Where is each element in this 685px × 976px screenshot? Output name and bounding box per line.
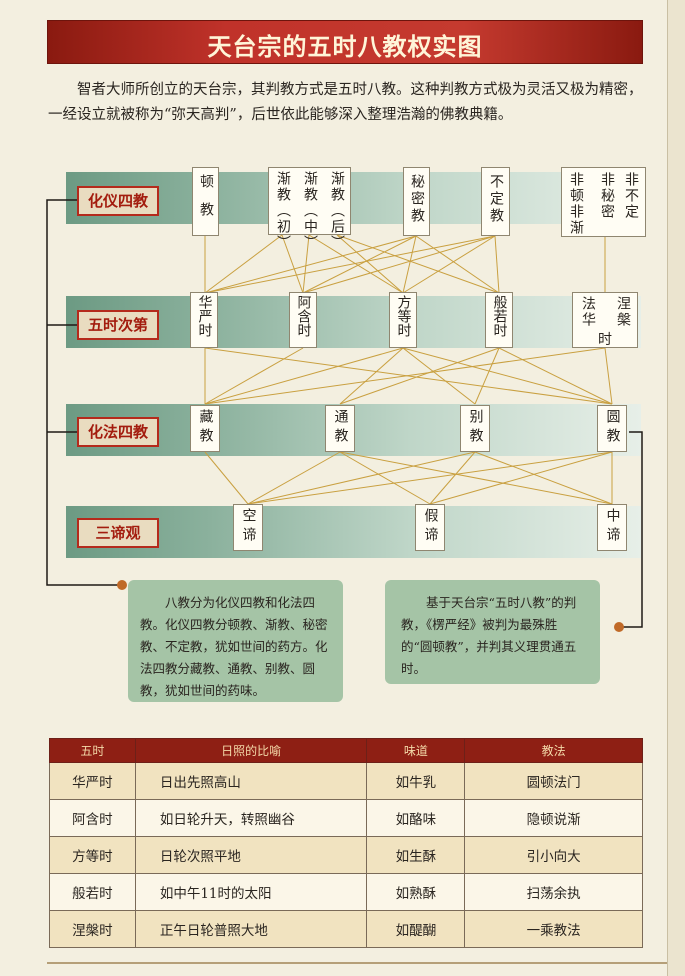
node-fei-group (561, 167, 646, 237)
table-cell: 如生酥 (366, 836, 466, 874)
node-jian-1: 渐教（初） (275, 171, 291, 251)
node-fahua-niepan (572, 292, 638, 348)
table-row: 般若时 如中午11时的太阳 如熟酥 扫荡余执 (49, 873, 643, 911)
table-row: 阿含时 如日轮升天，转照幽谷 如酪味 隐顿说渐 (49, 799, 643, 837)
node-niepan: 涅槃 (615, 296, 631, 328)
node-jian-2: 渐教（中） (302, 171, 318, 251)
table-header: 味道 (366, 738, 466, 763)
table-cell: 般若时 (49, 873, 136, 911)
table-cell: 圆顿法门 (464, 762, 643, 800)
node-zang: 藏教 (190, 405, 220, 452)
node-fahua: 法华 (580, 296, 596, 328)
bottom-rule (47, 962, 667, 964)
table-cell: 如酪味 (366, 799, 466, 837)
band-wushi (66, 296, 641, 348)
table-header: 五时 (49, 738, 136, 763)
table-cell: 如中午11时的太阳 (134, 873, 368, 911)
table-cell: 阿含时 (49, 799, 136, 837)
label-huafa: 化法四教 (77, 417, 159, 447)
table-cell: 华严时 (49, 762, 136, 800)
note-right: 基于天台宗“五时八教”的判教，《楞严经》被判为最殊胜的“圆顿教”，并判其义理贯通… (385, 580, 600, 684)
table-cell: 日轮次照平地 (134, 836, 368, 874)
label-sandi: 三谛观 (77, 518, 159, 548)
node-dun: 顿教 (192, 167, 219, 236)
table-cell: 正午日轮普照大地 (134, 910, 368, 948)
node-fei-1: 非顿非渐 (568, 172, 584, 236)
table-header-row: 五时 日照的比喻 味道 教法 (49, 738, 643, 763)
node-bie: 别教 (460, 405, 490, 452)
table-cell: 如熟酥 (366, 873, 466, 911)
label-huayi: 化仪四教 (77, 186, 159, 216)
label-wushi: 五时次第 (77, 310, 159, 340)
title-banner: 天台宗的五时八教权实图 (47, 20, 643, 64)
table-row: 方等时 日轮次照平地 如生酥 引小向大 (49, 836, 643, 874)
table-cell: 如牛乳 (366, 762, 466, 800)
table-cell: 涅槃时 (49, 910, 136, 948)
table-header: 教法 (464, 738, 643, 763)
table-row: 涅槃时 正午日轮普照大地 如醍醐 一乘教法 (49, 910, 643, 948)
table-cell: 隐顿说渐 (464, 799, 643, 837)
node-bore: 般若时 (485, 292, 513, 348)
page-edge (667, 0, 685, 976)
note-left: 八教分为化仪四教和化法四教。化仪四教分顿教、渐教、秘密教、不定教，犹如世间的药方… (128, 580, 343, 702)
node-jia: 假谛 (415, 504, 445, 551)
table-cell: 一乘教法 (464, 910, 643, 948)
node-zhong: 中谛 (597, 504, 627, 551)
table-cell: 如日轮升天，转照幽谷 (134, 799, 368, 837)
table-cell: 引小向大 (464, 836, 643, 874)
node-yuan: 圆教 (597, 405, 627, 452)
table-cell: 扫荡余执 (464, 873, 643, 911)
band-sandi (66, 506, 641, 558)
node-tong: 通教 (325, 405, 355, 452)
node-shi: 时 (598, 332, 612, 348)
table-row: 华严时 日出先照高山 如牛乳 圆顿法门 (49, 762, 643, 800)
node-huayan: 华严时 (190, 292, 218, 348)
node-buding: 不定教 (481, 167, 510, 236)
node-fangdeng: 方等时 (389, 292, 417, 348)
page-title: 天台宗的五时八教权实图 (207, 33, 483, 61)
node-kong: 空谛 (233, 504, 263, 551)
table-cell: 如醍醐 (366, 910, 466, 948)
table-header: 日照的比喻 (134, 738, 368, 763)
table-cell: 日出先照高山 (134, 762, 368, 800)
five-periods-table: 五时 日照的比喻 味道 教法 华严时 日出先照高山 如牛乳 圆顿法门 阿含时 如… (49, 738, 643, 948)
node-ahan: 阿含时 (289, 292, 317, 348)
node-jian-3: 渐教（后） (329, 171, 345, 251)
node-fei-3: 非不定 (623, 172, 639, 220)
node-fei-2: 非秘密 (599, 172, 615, 220)
node-mimi: 秘密教 (403, 167, 430, 236)
intro-paragraph: 智者大师所创立的天台宗，其判教方式是五时八教。这种判教方式极为灵活又极为精密，一… (48, 82, 643, 123)
band-huayi (66, 172, 641, 224)
table-cell: 方等时 (49, 836, 136, 874)
node-jian-group (268, 167, 351, 235)
